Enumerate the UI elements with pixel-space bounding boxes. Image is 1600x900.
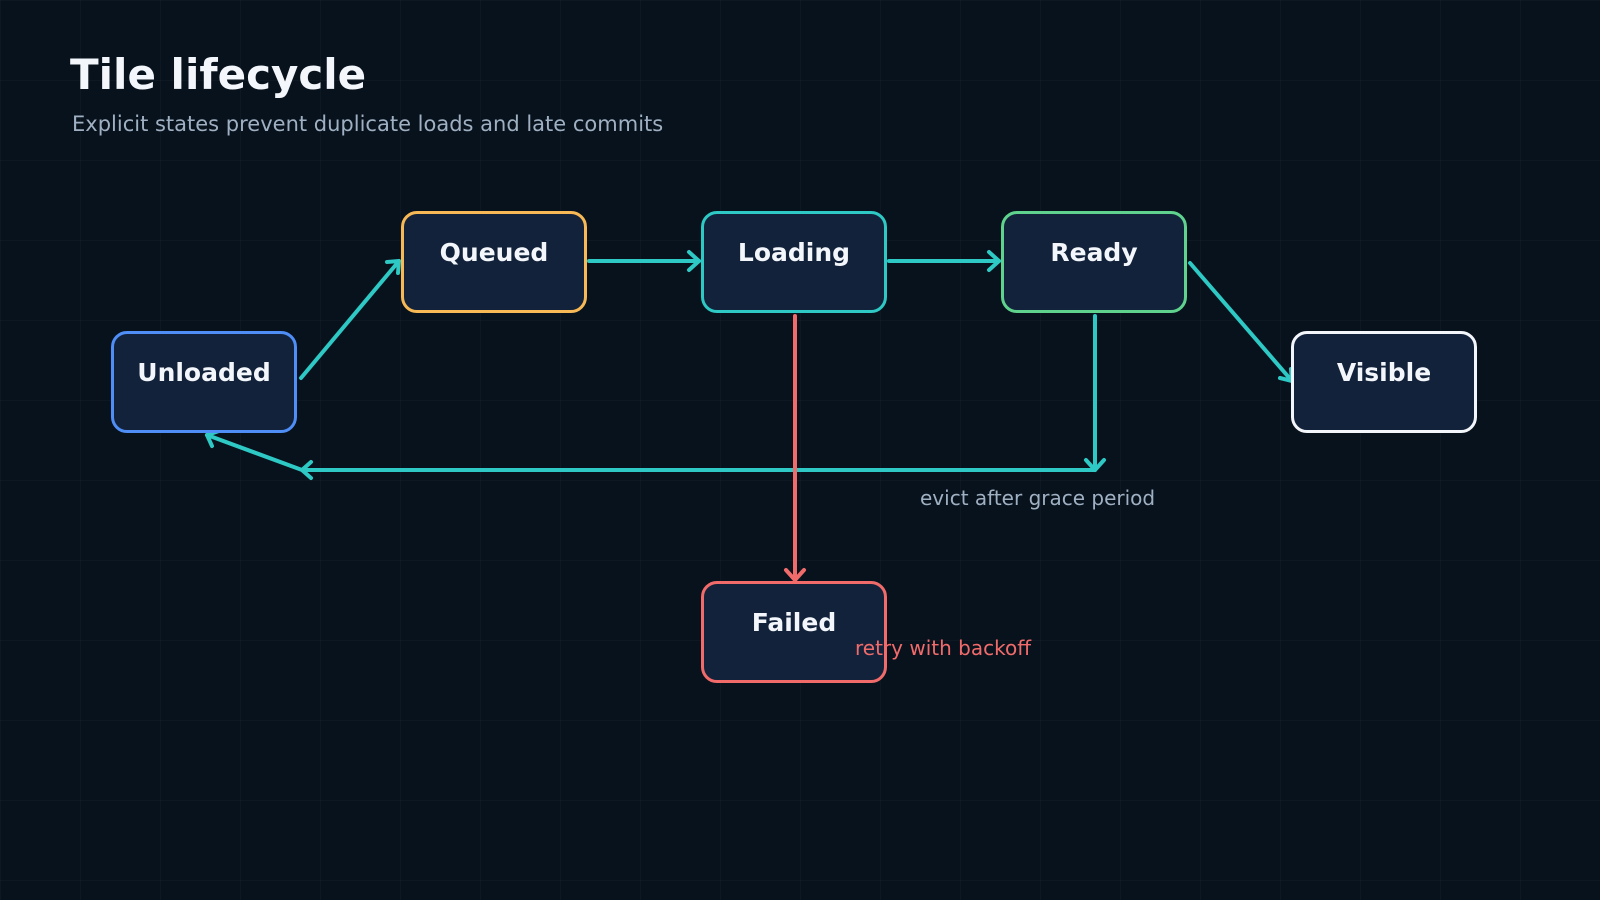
- edge-label-retry: retry with backoff: [855, 636, 1031, 660]
- page-subtitle: Explicit states prevent duplicate loads …: [72, 112, 664, 136]
- state-node-queued: Queued: [401, 211, 587, 313]
- state-node-ready: Ready: [1001, 211, 1187, 313]
- edge-ready-to-unloaded: [205, 314, 1106, 480]
- edge-label-evict: evict after grace period: [920, 486, 1156, 510]
- state-node-loading: Loading: [701, 211, 887, 313]
- state-node-unloaded: Unloaded: [111, 331, 297, 433]
- state-node-visible: Visible: [1291, 331, 1477, 433]
- edge-queued-to-loading: [587, 250, 701, 272]
- state-node-failed: Failed: [701, 581, 887, 683]
- edge-loading-to-ready: [887, 250, 1001, 272]
- edge-unloaded-to-queued: [299, 259, 401, 380]
- page-title: Tile lifecycle: [70, 50, 367, 99]
- edge-ready-to-visible: [1188, 261, 1294, 383]
- edge-loading-to-failed: [784, 314, 806, 582]
